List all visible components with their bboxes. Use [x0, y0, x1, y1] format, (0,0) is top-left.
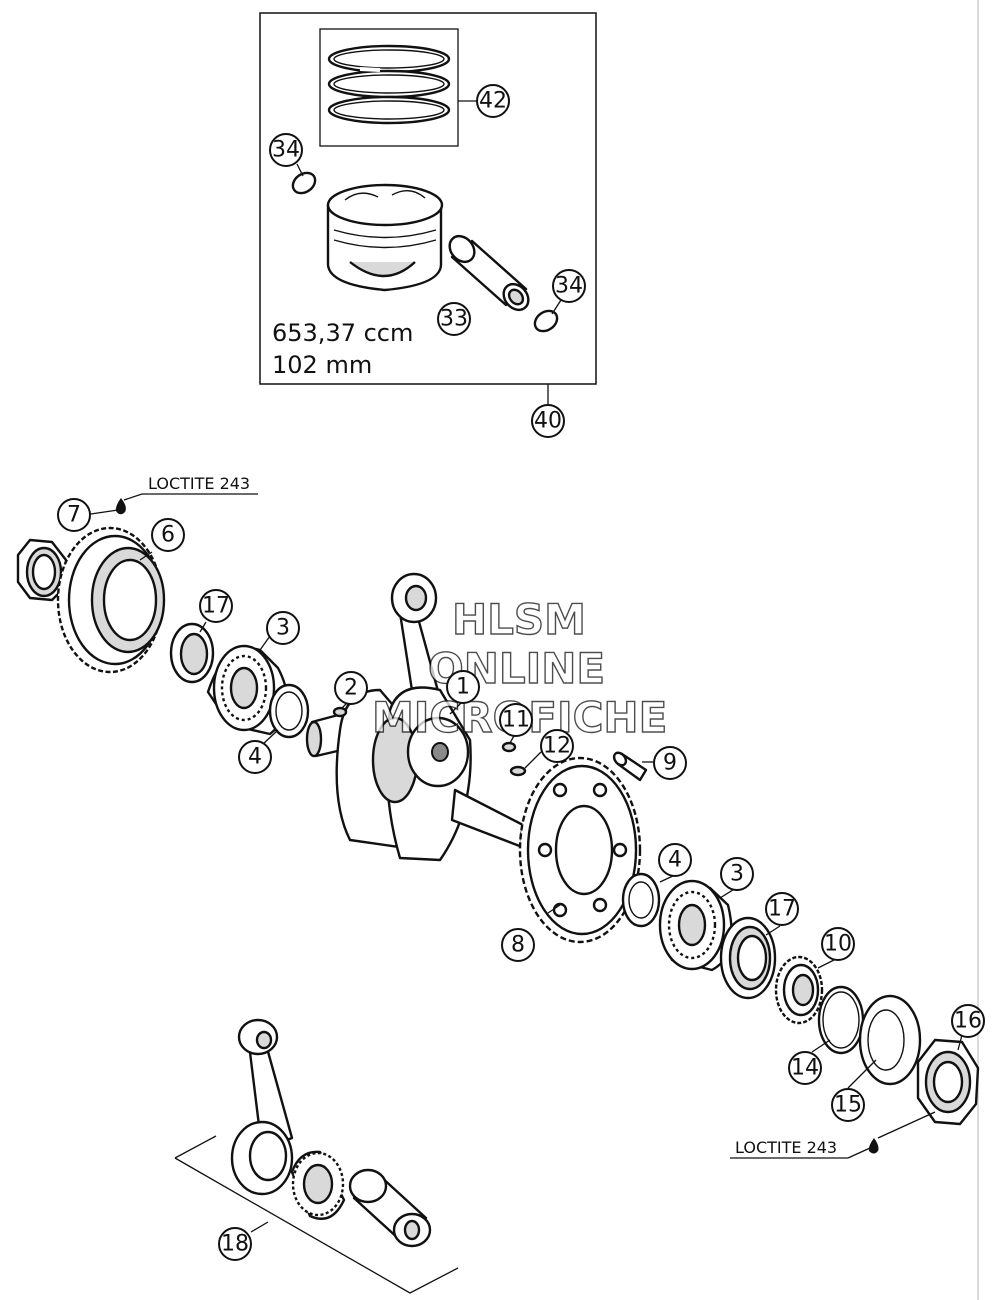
svg-text:1: 1 [456, 675, 470, 700]
adhesive-drop-icon-bottom [868, 1138, 879, 1154]
piston-pin [448, 234, 530, 312]
callout-3-left[interactable]: 3 [266, 611, 300, 645]
svg-text:33: 33 [440, 307, 468, 332]
piston-kit-group: 653,37 ccm 102 mm [259, 12, 597, 404]
circlip-upper-icon [291, 171, 317, 195]
svg-text:2: 2 [344, 676, 358, 701]
svg-text:12: 12 [543, 734, 571, 759]
loctite-label-bottom: LOCTITE 243 [735, 1138, 837, 1157]
left-side-parts [16, 509, 310, 746]
svg-text:40: 40 [534, 409, 562, 434]
svg-text:34: 34 [272, 138, 300, 163]
displacement-label: 653,37 ccm [272, 319, 413, 347]
loctite-label-top: LOCTITE 243 [148, 474, 250, 493]
callout-1[interactable]: 1 [446, 670, 480, 704]
svg-text:7: 7 [67, 503, 81, 528]
callout-2[interactable]: 2 [334, 671, 368, 705]
callout-34-lower[interactable]: 34 [552, 269, 586, 303]
svg-text:17: 17 [202, 594, 230, 619]
callout-7[interactable]: 7 [57, 498, 91, 532]
main-bearing-left [206, 644, 289, 736]
woodruff-key-2-icon [332, 706, 348, 718]
crank-pin [348, 1168, 432, 1248]
svg-text:10: 10 [824, 932, 852, 957]
callout-40[interactable]: 40 [531, 404, 565, 438]
loctite-note-top: LOCTITE 243 [115, 474, 258, 515]
woodruff-key-12-icon [509, 765, 527, 777]
svg-text:17: 17 [768, 897, 796, 922]
svg-text:42: 42 [479, 89, 507, 114]
callout-4-left[interactable]: 4 [238, 740, 272, 774]
main-bearing-right [658, 879, 733, 972]
svg-text:3: 3 [276, 616, 290, 641]
callout-42[interactable]: 42 [476, 84, 510, 118]
washer-right [858, 994, 922, 1086]
callout-34-upper[interactable]: 34 [269, 133, 303, 167]
connecting-rod-kit [174, 1018, 459, 1294]
svg-text:4: 4 [248, 745, 262, 770]
right-side-parts [518, 756, 980, 1126]
piston-ring-frame [319, 28, 459, 147]
svg-text:4: 4 [668, 848, 682, 873]
crankshaft-assembly [305, 572, 655, 862]
svg-text:34: 34 [555, 274, 583, 299]
callout-14[interactable]: 14 [788, 1051, 822, 1085]
balancer-drive-gear [56, 526, 166, 674]
callout-17-left[interactable]: 17 [199, 589, 233, 623]
circlip-lower-icon [533, 309, 559, 333]
needle-bearing [290, 1150, 346, 1220]
svg-text:6: 6 [161, 523, 175, 548]
piston-rings [327, 44, 451, 125]
svg-text:15: 15 [834, 1093, 862, 1118]
primary-drive-gear [518, 756, 642, 944]
callout-10[interactable]: 10 [821, 927, 855, 961]
nut-left [16, 538, 68, 602]
callout-11[interactable]: 11 [499, 703, 533, 737]
callout-16[interactable]: 16 [951, 1004, 985, 1038]
bore-label: 102 mm [272, 351, 372, 379]
callout-4-right[interactable]: 4 [658, 843, 692, 877]
callout-17-right[interactable]: 17 [765, 892, 799, 926]
callout-3-right[interactable]: 3 [720, 857, 754, 891]
svg-text:14: 14 [791, 1056, 819, 1081]
timing-sprocket [774, 955, 824, 1025]
shaft-seal-left [169, 622, 215, 684]
svg-text:16: 16 [954, 1009, 982, 1034]
callout-9[interactable]: 9 [653, 746, 687, 780]
nut-right [916, 1038, 980, 1126]
piston [326, 183, 444, 292]
callout-12[interactable]: 12 [540, 729, 574, 763]
svg-text:8: 8 [511, 933, 525, 958]
piston-kit-frame [259, 12, 597, 385]
callout-6[interactable]: 6 [151, 518, 185, 552]
svg-text:18: 18 [221, 1232, 249, 1257]
svg-text:9: 9 [663, 751, 677, 776]
callout-15[interactable]: 15 [831, 1088, 865, 1122]
svg-text:11: 11 [502, 708, 530, 733]
callout-8[interactable]: 8 [501, 928, 535, 962]
dowel-pin [612, 751, 648, 782]
shaft-seal-right [719, 916, 777, 1000]
adhesive-drop-icon [115, 498, 126, 515]
svg-text:3: 3 [730, 862, 744, 887]
woodruff-key-11-icon [501, 741, 517, 753]
watermark-line-1: HLSM [452, 595, 586, 644]
part-callouts: 42 34 34 33 40 7 6 17 3 4 2 1 11 12 9 8 … [57, 84, 985, 1261]
callout-33[interactable]: 33 [437, 302, 471, 336]
callout-18[interactable]: 18 [218, 1227, 252, 1261]
loctite-note-bottom: LOCTITE 243 [730, 1111, 936, 1159]
